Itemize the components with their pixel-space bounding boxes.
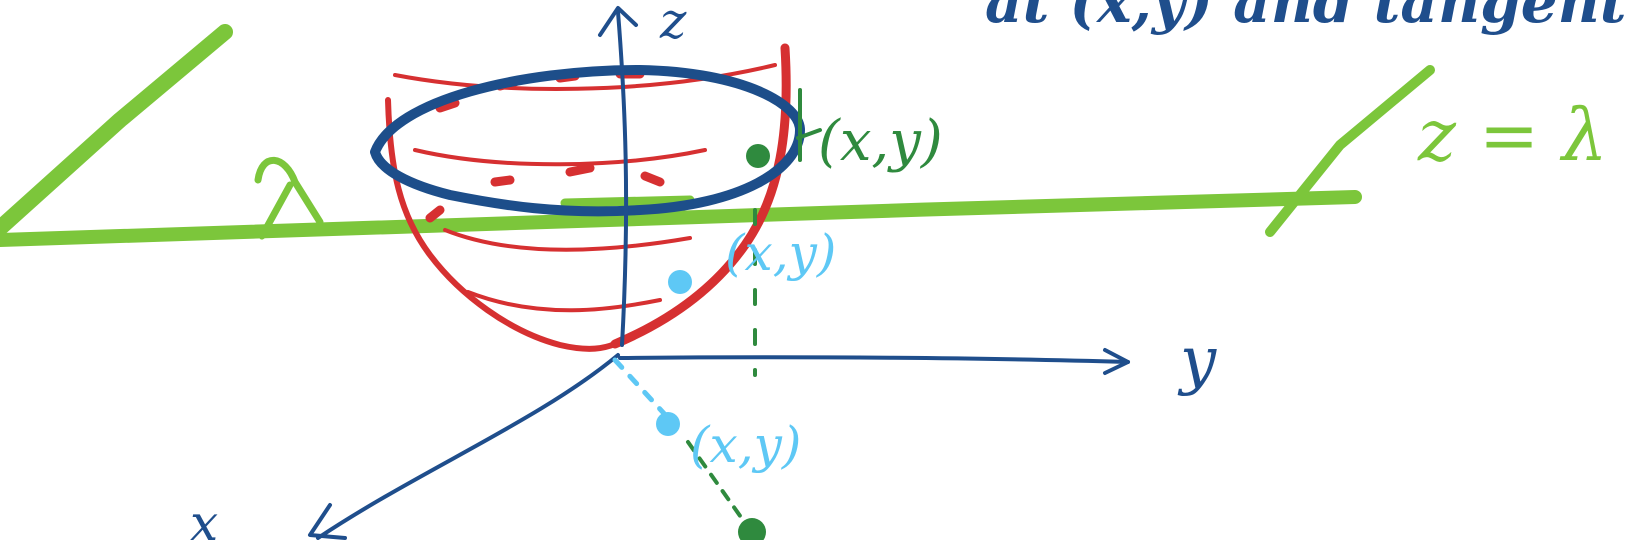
- x-axis-arrowhead: [308, 503, 347, 540]
- paraboloid-right-wall: [610, 43, 791, 349]
- plane-line: [0, 190, 1362, 247]
- point-on-level-curve-leader: [796, 88, 822, 162]
- level-curve-ellipse: [370, 65, 805, 217]
- top-handwritten-text: at (x,y) and tangent: [985, 0, 1627, 36]
- point-on-level-curve-label: (x,y): [818, 109, 943, 174]
- z-axis-arrowhead: [598, 6, 638, 37]
- y-axis-arrowhead: [1103, 348, 1130, 375]
- plane-left-edge: [0, 24, 233, 236]
- x-axis-label: x: [190, 494, 218, 540]
- paraboloid-contour-3: [443, 228, 692, 252]
- paraboloid-contour-4: [466, 290, 662, 313]
- point-on-paraboloid-label: (x,y): [725, 224, 836, 282]
- point-on-paraboloid: [668, 270, 692, 294]
- green-diagonal-line: [686, 440, 752, 532]
- point-in-xy-plane-label: (x,y): [690, 416, 801, 474]
- z-axis-label: z: [659, 0, 687, 50]
- point-below-axis-green: [738, 518, 766, 540]
- x-axis: [316, 353, 620, 540]
- y-axis-label: y: [1177, 324, 1217, 398]
- plane-lambda-mark: [254, 156, 324, 240]
- point-in-xy-plane: [656, 412, 680, 436]
- z-axis: [616, 10, 629, 347]
- y-axis: [618, 355, 1130, 364]
- paraboloid-contour-2: [413, 148, 707, 167]
- plane-equation-label: z = λ: [1417, 93, 1608, 177]
- point-on-level-curve: [746, 144, 770, 168]
- cyan-projection-line: [612, 357, 673, 423]
- plane-right-edge: [1265, 65, 1435, 237]
